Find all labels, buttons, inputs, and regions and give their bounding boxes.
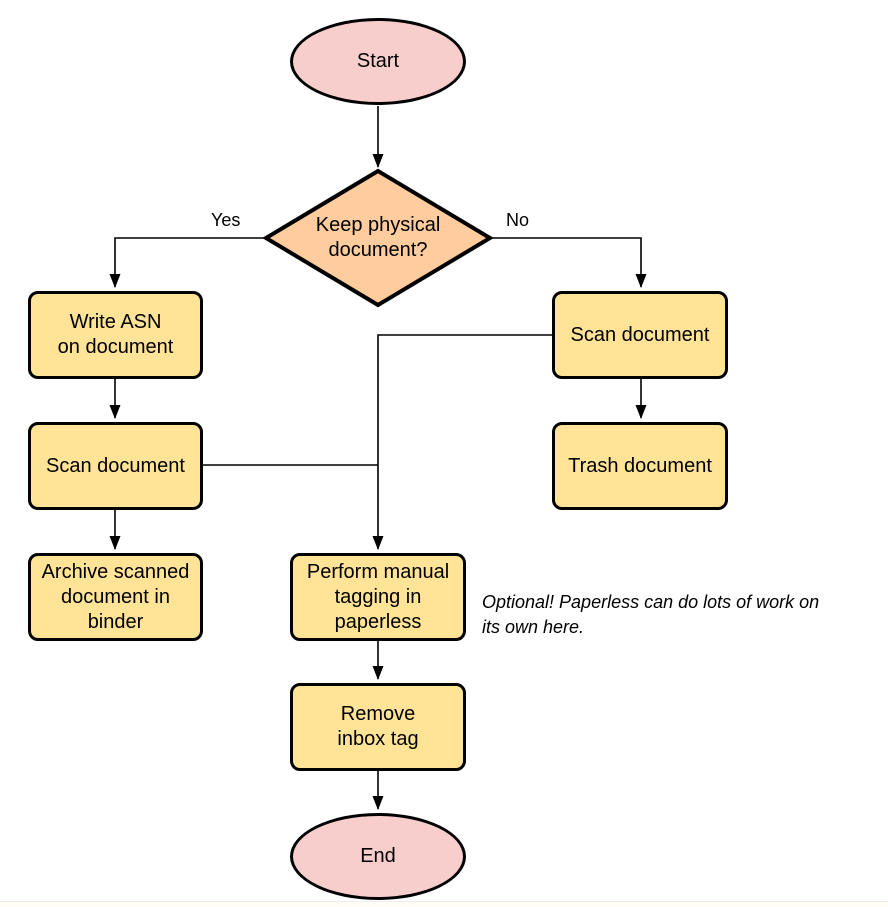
optional-note: Optional! Paperless can do lots of work … [482, 592, 820, 637]
node-archive-document: Archive scanned document in binder [28, 553, 203, 641]
edge-label-yes: Yes [211, 210, 241, 230]
edge-decision-no [490, 237, 647, 288]
edge-label-no: No [506, 210, 530, 230]
node-scan-document-right: Scan document [552, 291, 728, 379]
edge-decision-yes [109, 237, 266, 288]
node-start: Start [290, 18, 466, 105]
node-trash-document: Trash document [552, 422, 728, 510]
node-end-label: End [360, 845, 396, 867]
node-tagging-label: Perform manual tagging in paperless [306, 560, 450, 633]
page-bottom-strip [0, 901, 888, 907]
node-remove-inbox-tag: Remove inbox tag [290, 683, 466, 771]
node-start-label: Start [356, 50, 400, 72]
node-scan-left-label: Scan document [46, 454, 185, 477]
node-scan-document-left: Scan document [28, 422, 203, 510]
node-write-asn-label: Write ASN on document [57, 311, 174, 358]
node-remove-inbox-label: Remove inbox tag [337, 703, 419, 750]
node-scan-right-label: Scan document [570, 323, 710, 346]
node-decision: Keep physical document? [288, 200, 468, 276]
edge-scanright-to-tagging [372, 334, 552, 550]
node-manual-tagging: Perform manual tagging in paperless [290, 553, 466, 641]
node-write-asn: Write ASN on document [28, 291, 203, 379]
node-trash-label: Trash document [568, 454, 712, 477]
node-archive-label: Archive scanned document in binder [41, 560, 190, 633]
node-decision-shape [262, 168, 494, 308]
node-end: End [290, 813, 466, 900]
node-decision-label: Keep physical document? [315, 214, 441, 261]
